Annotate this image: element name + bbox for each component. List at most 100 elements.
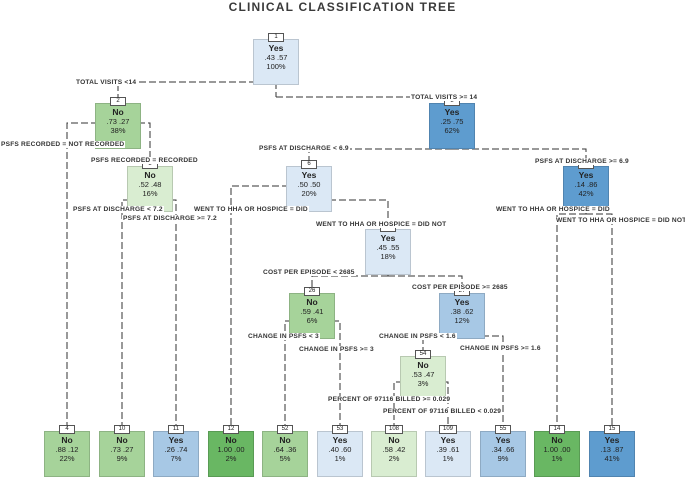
node-percentage: 9% xyxy=(116,454,128,463)
edge-26-52 xyxy=(284,320,312,431)
node-id-tag: 2 xyxy=(110,97,126,106)
node-probabilities: .53 .47 xyxy=(411,370,435,379)
split-label-change-ge-3: CHANGE IN PSFS >= 3 xyxy=(298,346,375,353)
split-label-psfs-discharge-lt-72: PSFS AT DISCHARGE < 7.2 xyxy=(72,206,164,213)
node-percentage: 5% xyxy=(279,454,291,463)
split-label-cost-lt: COST PER EPISODE < 2685 xyxy=(262,269,356,276)
node-percentage: 22% xyxy=(59,454,75,463)
node-class: Yes xyxy=(454,297,470,307)
node-probabilities: .14 .86 xyxy=(574,180,598,189)
node-probabilities: .64 .36 xyxy=(273,445,297,454)
node-id-tag: 11 xyxy=(168,425,184,434)
node-probabilities: .25 .75 xyxy=(440,117,464,126)
node-percentage: 62% xyxy=(444,126,460,135)
node-percentage: 2% xyxy=(225,454,237,463)
node-class: Yes xyxy=(268,43,284,53)
split-label-psfs-discharge-ge-69: PSFS AT DISCHARGE >= 6.9 xyxy=(534,158,630,165)
node-class: Yes xyxy=(301,170,317,180)
node-id-tag: 54 xyxy=(415,350,431,359)
node-class: Yes xyxy=(495,435,511,445)
node-id-tag: 10 xyxy=(114,425,130,434)
edge-5-10 xyxy=(121,199,150,431)
node-percentage: 1% xyxy=(442,454,454,463)
node-probabilities: 1.00 .00 xyxy=(543,445,571,454)
edge-1-2 xyxy=(117,81,276,103)
node-class: No xyxy=(144,170,156,180)
node-probabilities: .39 .61 xyxy=(436,445,460,454)
node-probabilities: 1.00 .00 xyxy=(217,445,245,454)
node-percentage: 18% xyxy=(380,252,396,261)
node-id-tag: 4 xyxy=(59,425,75,434)
split-label-psfs-recorded: PSFS RECORDED = RECORDED xyxy=(90,157,199,164)
node-probabilities: .26 .74 xyxy=(164,445,188,454)
edge-7-15 xyxy=(586,213,613,431)
node-id-tag: 109 xyxy=(438,425,458,434)
edge-5-11 xyxy=(150,199,177,431)
node-id-tag: 14 xyxy=(549,425,565,434)
split-label-total-visits-ge: TOTAL VISITS >= 14 xyxy=(410,94,479,101)
node-class: No xyxy=(417,360,429,370)
node-class: No xyxy=(61,435,73,445)
node-probabilities: .45 .55 xyxy=(376,243,400,252)
node-probabilities: .13 .87 xyxy=(600,445,624,454)
node-percentage: 38% xyxy=(110,126,126,135)
split-label-pct-ge: PERCENT OF 97116 BILLED >= 0.029 xyxy=(327,396,452,403)
node-percentage: 100% xyxy=(266,62,286,71)
node-class: Yes xyxy=(440,435,456,445)
node-probabilities: .88 .12 xyxy=(55,445,79,454)
node-class: No xyxy=(112,107,124,117)
node-probabilities: .73 .27 xyxy=(106,117,130,126)
node-percentage: 20% xyxy=(301,189,317,198)
node-percentage: 1% xyxy=(551,454,563,463)
node-percentage: 2% xyxy=(388,454,400,463)
node-probabilities: .50 .50 xyxy=(297,180,321,189)
split-label-psfs-discharge-lt-69: PSFS AT DISCHARGE < 6.9 xyxy=(258,145,350,152)
split-label-hha-did-left: WENT TO HHA OR HOSPICE = DID xyxy=(193,206,309,213)
node-probabilities: .52 .48 xyxy=(138,180,162,189)
split-label-psfs-discharge-ge-72: PSFS AT DISCHARGE >= 7.2 xyxy=(122,215,218,222)
node-id-tag: 26 xyxy=(304,287,320,296)
node-percentage: 3% xyxy=(417,379,429,388)
node-class: Yes xyxy=(380,233,396,243)
node-class: Yes xyxy=(168,435,184,445)
edge-6-13 xyxy=(309,199,389,229)
node-class: No xyxy=(116,435,128,445)
node-percentage: 12% xyxy=(454,316,470,325)
node-class: No xyxy=(551,435,563,445)
split-label-hha-did-right: WENT TO HHA OR HOSPICE = DID xyxy=(495,206,611,213)
edge-2-4 xyxy=(66,122,118,431)
split-label-change-lt-16: CHANGE IN PSFS < 1.6 xyxy=(378,333,457,340)
node-id-tag: 55 xyxy=(495,425,511,434)
node-class: Yes xyxy=(444,107,460,117)
edge-7-14 xyxy=(556,213,586,431)
node-probabilities: .43 .57 xyxy=(264,53,288,62)
node-probabilities: .38 .62 xyxy=(450,307,474,316)
node-id-tag: 15 xyxy=(604,425,620,434)
chart-title: CLINICAL CLASSIFICATION TREE xyxy=(228,0,457,14)
node-class: No xyxy=(279,435,291,445)
split-label-pct-lt: PERCENT OF 97116 BILLED < 0.029 xyxy=(382,408,503,415)
split-label-cost-ge: COST PER EPISODE >= 2685 xyxy=(411,284,509,291)
split-label-hha-did-not-left: WENT TO HHA OR HOSPICE = DID NOT xyxy=(315,221,448,228)
split-label-psfs-not-recorded: PSFS RECORDED = NOT RECORDED xyxy=(0,141,126,148)
node-id-tag: 53 xyxy=(332,425,348,434)
node-class: Yes xyxy=(332,435,348,445)
node-probabilities: .40 .60 xyxy=(328,445,352,454)
split-label-hha-did-not-right: WENT TO HHA OR HOSPICE = DID NOT xyxy=(555,217,685,224)
node-id-tag: 52 xyxy=(277,425,293,434)
node-probabilities: .34 .66 xyxy=(491,445,515,454)
node-probabilities: .73 .27 xyxy=(110,445,134,454)
edge-13-26 xyxy=(311,275,388,293)
